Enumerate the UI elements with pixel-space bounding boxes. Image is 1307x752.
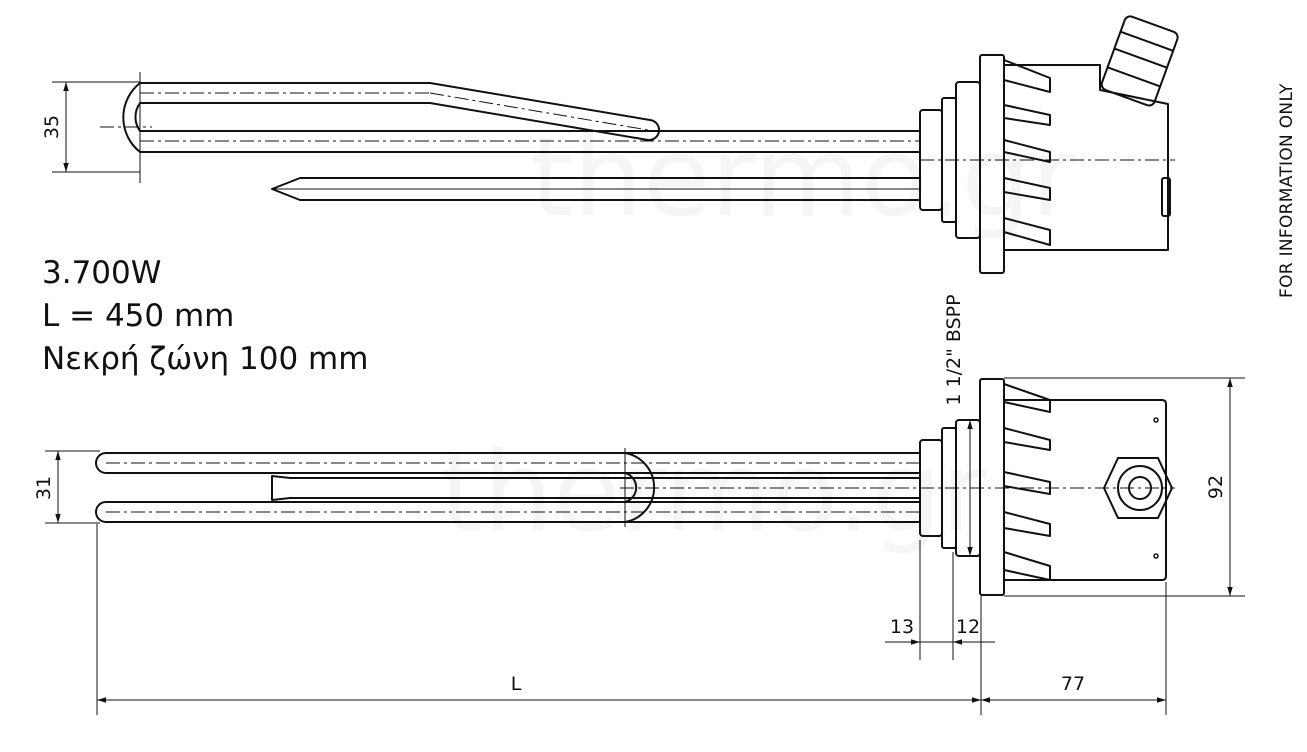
dim-housing-height: 92 [1205,475,1227,499]
spec-block: 3.700W L = 450 mm Νεκρή ζώνη 100 mm [42,252,368,381]
dim-nut-width: 13 [890,616,914,638]
info-only-note: FOR INFORMATION ONLY [1277,83,1297,298]
dimension-lines [45,81,1245,715]
watermark-bottom: thermo.gr [440,428,987,556]
dim-length: L [511,673,522,695]
dim-top-loop-height: 35 [41,115,63,139]
spec-power: 3.700W [42,255,162,291]
dim-housing-length: 77 [1061,673,1085,695]
dim-bottom-loop-height: 31 [33,476,55,500]
dim-flange-width: 12 [956,616,980,638]
top-view [100,15,1179,274]
dim-thread: 1 1/2" BSPP [943,294,965,405]
spec-dead-zone: Νεκρή ζώνη 100 mm [42,341,369,377]
spec-length: L = 450 mm [42,298,235,334]
bottom-view [95,378,1175,596]
